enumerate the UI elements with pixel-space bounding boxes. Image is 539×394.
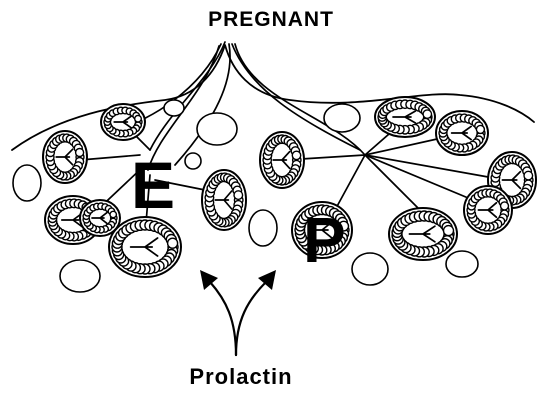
alveolus (292, 151, 300, 159)
alveolus (501, 202, 509, 210)
lobule (464, 186, 512, 234)
fat-cell (446, 251, 478, 277)
lobule-group (43, 97, 536, 277)
alveolus (110, 211, 116, 217)
lobule (43, 131, 87, 183)
lobule (375, 97, 435, 137)
lobule (389, 208, 457, 260)
fat-cell (249, 210, 277, 246)
alveolus (168, 238, 178, 248)
fat-cell (13, 165, 41, 201)
prolactin-label: Prolactin (189, 364, 292, 389)
alveolus (524, 171, 533, 180)
progesterone-letter: P (303, 204, 346, 276)
lobule (109, 217, 181, 277)
fat-cell (197, 113, 237, 145)
fat-cell (164, 100, 184, 116)
alveolus (76, 149, 84, 157)
fat-cell (324, 104, 360, 132)
lobule (260, 132, 304, 188)
prolactin-arrows (200, 270, 276, 355)
alveolus (234, 191, 243, 200)
lobule (202, 170, 246, 230)
fat-cell (60, 260, 100, 292)
alveolus (423, 110, 431, 118)
lobule (101, 104, 145, 140)
alveolus (135, 115, 142, 122)
fat-cell (352, 253, 388, 285)
lobule (80, 200, 120, 236)
alveolus (476, 125, 484, 133)
diagram-title: PREGNANT (208, 8, 334, 31)
estrogen-letter: E (131, 148, 175, 222)
lobule (436, 111, 488, 155)
alveolus (444, 226, 454, 236)
fat-cell (185, 153, 201, 169)
